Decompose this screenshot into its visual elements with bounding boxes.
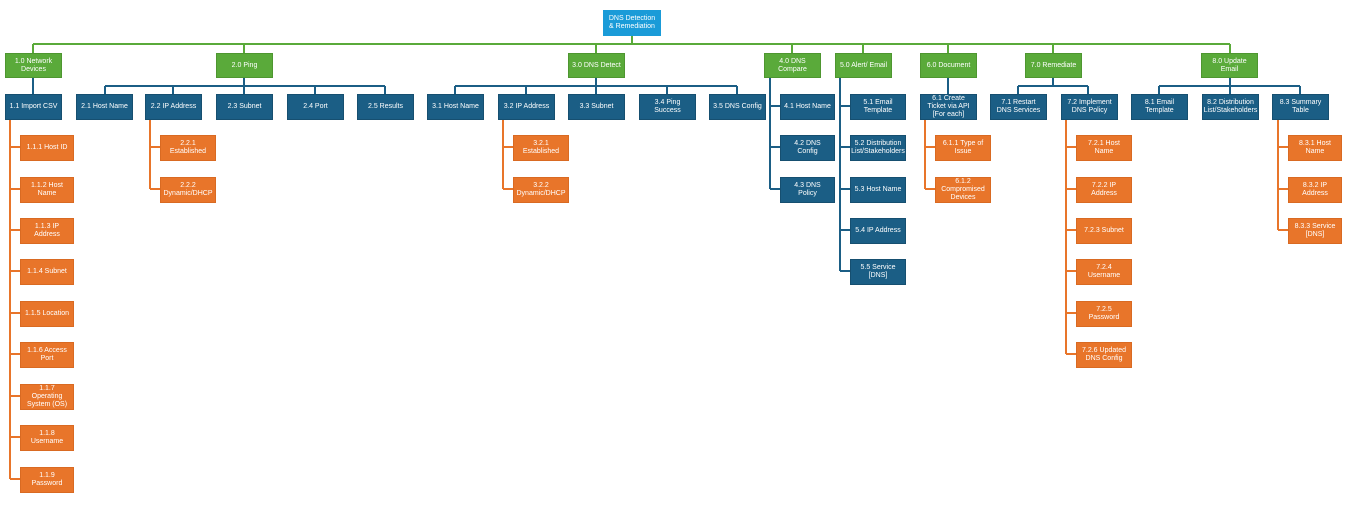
node-1-1-9: 1.1.9 Password [20, 467, 74, 493]
node-5-2: 5.2 Distribution List/Stakeholders [850, 135, 906, 161]
node-1-1-1: 1.1.1 Host ID [20, 135, 74, 161]
node-7-0: 7.0 Remediate [1025, 53, 1082, 78]
root-node: DNS Detection & Remediation [603, 10, 661, 36]
node-8-3-3: 8.3.3 Service [DNS] [1288, 218, 1342, 244]
node-7-2-6: 7.2.6 Updated DNS Config [1076, 342, 1132, 368]
node-4-3: 4.3 DNS Policy [780, 177, 835, 203]
node-5-3: 5.3 Host Name [850, 177, 906, 203]
node-3-2-2: 3.2.2 Dynamic/DHCP [513, 177, 569, 203]
node-4-0: 4.0 DNS Compare [764, 53, 821, 78]
node-8-3-1: 8.3.1 Host Name [1288, 135, 1342, 161]
node-2-2-1: 2.2.1 Established [160, 135, 216, 161]
node-2-5: 2.5 Results [357, 94, 414, 120]
node-5-0: 5.0 Alert/ Email [835, 53, 892, 78]
node-4-1: 4.1 Host Name [780, 94, 835, 120]
node-1-1: 1.1 Import CSV [5, 94, 62, 120]
node-2-1: 2.1 Host Name [76, 94, 133, 120]
node-2-3: 2.3 Subnet [216, 94, 273, 120]
node-2-0: 2.0 Ping [216, 53, 273, 78]
node-1-1-2: 1.1.2 Host Name [20, 177, 74, 203]
node-5-4: 5.4 IP Address [850, 218, 906, 244]
node-3-0: 3.0 DNS Detect [568, 53, 625, 78]
node-5-1: 5.1 Email Template [850, 94, 906, 120]
node-7-2-4: 7.2.4 Username [1076, 259, 1132, 285]
node-3-5: 3.5 DNS Config [709, 94, 766, 120]
node-7-2-3: 7.2.3 Subnet [1076, 218, 1132, 244]
node-6-1-2: 6.1.2 Compromised Devices [935, 177, 991, 203]
node-1-1-4: 1.1.4 Subnet [20, 259, 74, 285]
node-3-2: 3.2 IP Address [498, 94, 555, 120]
node-7-2-1: 7.2.1 Host Name [1076, 135, 1132, 161]
node-7-2-5: 7.2.5 Password [1076, 301, 1132, 327]
node-3-2-1: 3.2.1 Established [513, 135, 569, 161]
node-3-4: 3.4 Ping Success [639, 94, 696, 120]
node-1-0: 1.0 Network Devices [5, 53, 62, 78]
node-7-2-2: 7.2.2 IP Address [1076, 177, 1132, 203]
node-3-3: 3.3 Subnet [568, 94, 625, 120]
node-7-1: 7.1 Restart DNS Services [990, 94, 1047, 120]
node-1-1-3: 1.1.3 IP Address [20, 218, 74, 244]
node-8-0: 8.0 Update Email [1201, 53, 1258, 78]
node-8-3: 8.3 Summary Table [1272, 94, 1329, 120]
node-1-1-8: 1.1.8 Username [20, 425, 74, 451]
node-3-1: 3.1 Host Name [427, 94, 484, 120]
node-1-1-7: 1.1.7 Operating System (OS) [20, 384, 74, 410]
node-8-3-2: 8.3.2 IP Address [1288, 177, 1342, 203]
node-6-0: 6.0 Document [920, 53, 977, 78]
node-2-2: 2.2 IP Address [145, 94, 202, 120]
node-5-5: 5.5 Service [DNS] [850, 259, 906, 285]
node-7-2: 7.2 Implement DNS Policy [1061, 94, 1118, 120]
node-8-1: 8.1 Email Template [1131, 94, 1188, 120]
node-6-1: 6.1 Create Ticket via API [For each] [920, 94, 977, 120]
node-6-1-1: 6.1.1 Type of Issue [935, 135, 991, 161]
node-4-2: 4.2 DNS Config [780, 135, 835, 161]
node-8-2: 8.2 Distribution List/Stakeholders [1202, 94, 1259, 120]
node-2-4: 2.4 Port [287, 94, 344, 120]
node-2-2-2: 2.2.2 Dynamic/DHCP [160, 177, 216, 203]
node-1-1-6: 1.1.6 Access Port [20, 342, 74, 368]
node-1-1-5: 1.1.5 Location [20, 301, 74, 327]
